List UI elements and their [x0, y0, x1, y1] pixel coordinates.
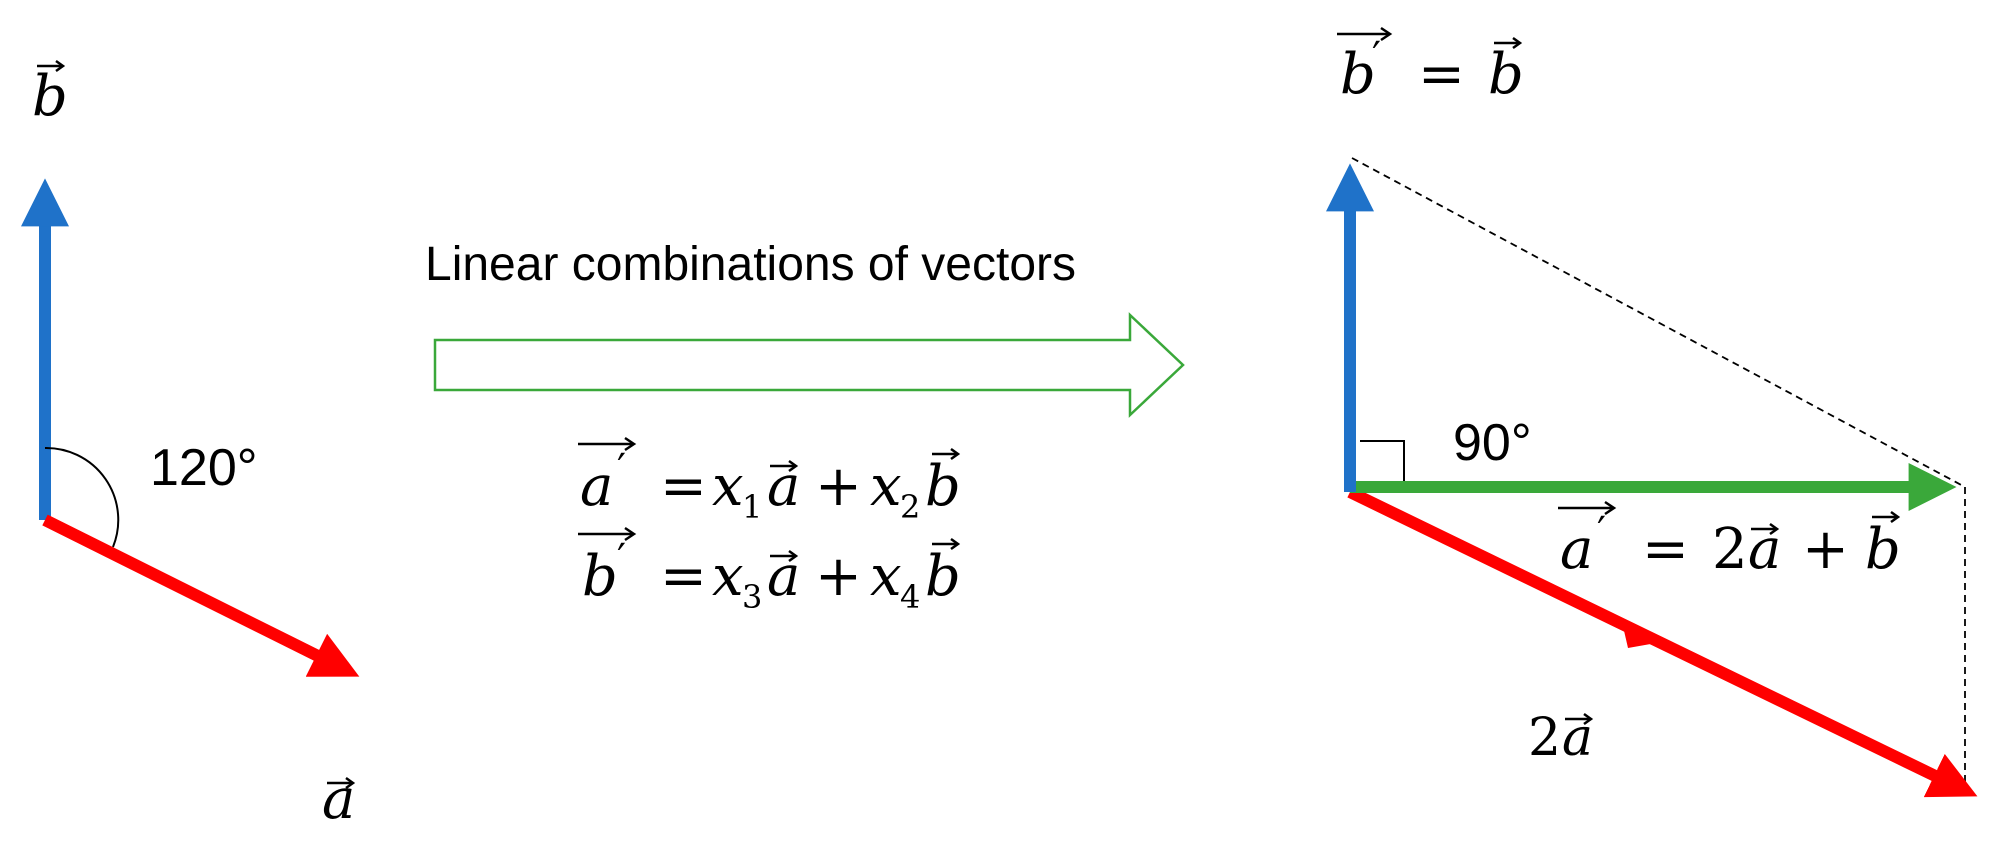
svg-text:b: b [1865, 517, 1901, 582]
svg-text:x: x [870, 544, 902, 609]
angle-label-90: 90° [1453, 414, 1532, 472]
diagram-title: Linear combinations of vectors [425, 238, 1076, 291]
svg-text:x: x [712, 454, 744, 519]
svg-text:=: = [1642, 517, 1689, 582]
svg-text:b: b [1488, 42, 1524, 107]
svg-text:b: b [925, 544, 961, 609]
right-panel: b ′ = b 90° a ′ = 2 a + b 2 a [1326, 26, 1978, 798]
vector-a-left [42, 514, 360, 677]
left-panel: b a 120° [21, 59, 360, 832]
label-a-letter: a [322, 767, 355, 832]
middle-panel: Linear combinations of vectors a ′ = x 1… [425, 238, 1185, 616]
svg-text:x: x [712, 544, 744, 609]
svg-text:′: ′ [1597, 509, 1606, 555]
svg-text:b: b [582, 544, 618, 609]
vector-2a-mid-arrowhead [1622, 622, 1668, 648]
svg-text:b: b [925, 454, 961, 519]
svg-text:=: = [1418, 42, 1465, 107]
svg-text:a: a [580, 454, 613, 519]
svg-text:a: a [1560, 517, 1593, 582]
label-vector-b: b [32, 59, 68, 129]
svg-text:a: a [767, 454, 800, 519]
svg-text:1: 1 [742, 488, 762, 526]
angle-label-120: 120° [150, 439, 258, 497]
equation-b-prime: b ′ = x 3 a + x 4 b [578, 526, 961, 616]
equation-a-prime: a ′ = x 1 a + x 2 b [578, 436, 961, 526]
label-b-letter: b [32, 64, 68, 129]
svg-text:a: a [1748, 517, 1781, 582]
svg-text:=: = [660, 544, 707, 609]
svg-text:2: 2 [1528, 708, 1561, 768]
svg-text:′: ′ [1372, 34, 1381, 80]
svg-text:′: ′ [617, 446, 626, 492]
right-angle-mark [1360, 440, 1405, 481]
label-vector-a: a [322, 767, 355, 832]
svg-text:+: + [815, 454, 862, 519]
label-b-prime-eq: b ′ = b [1337, 26, 1524, 107]
svg-text:=: = [660, 454, 707, 519]
svg-text:2: 2 [900, 488, 920, 526]
svg-text:2: 2 [1712, 517, 1748, 582]
svg-text:′: ′ [617, 536, 626, 582]
svg-text:+: + [1802, 517, 1849, 582]
angle-arc-120 [44, 446, 120, 548]
svg-text:x: x [870, 454, 902, 519]
label-2a: 2 a [1528, 708, 1594, 768]
process-arrow [433, 312, 1185, 418]
svg-text:3: 3 [742, 578, 762, 616]
svg-text:a: a [767, 544, 800, 609]
dashed-diagonal [1351, 157, 1966, 488]
label-a-prime-eq: a ′ = 2 a + b [1558, 500, 1901, 582]
svg-text:b: b [1340, 42, 1376, 107]
svg-text:+: + [815, 544, 862, 609]
svg-text:4: 4 [900, 578, 920, 616]
